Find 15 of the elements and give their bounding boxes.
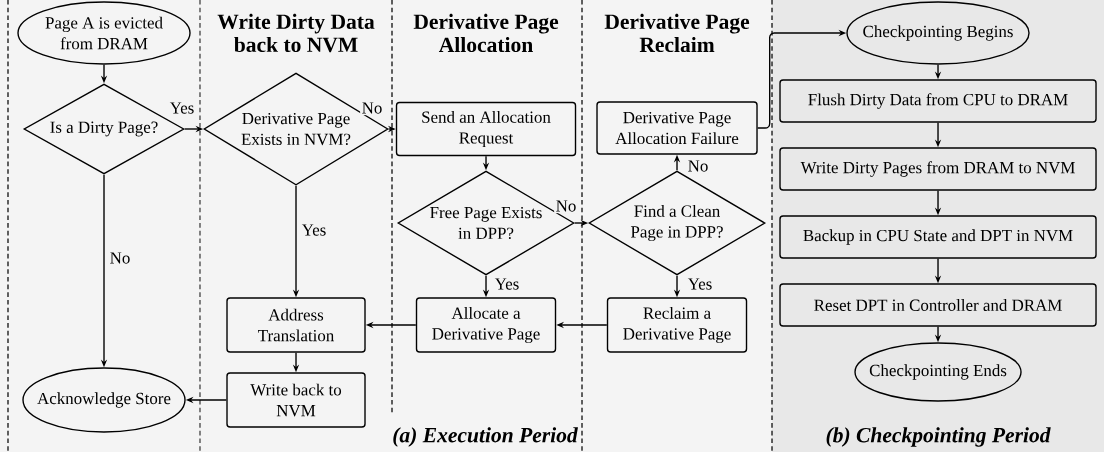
lane-heading: Write Dirty Data back to NVM: [217, 13, 375, 53]
process-box: Backup in CPU State and DPT in NVM: [779, 215, 1097, 259]
process-box: Allocate a Derivative Page: [415, 297, 557, 353]
process-box: Reclaim a Derivative Page: [606, 297, 748, 353]
panel-caption: (a) Execution Period: [393, 427, 578, 447]
process-box: Flush Dirty Data from CPU to DRAM: [779, 79, 1097, 123]
process-box: Address Translation: [226, 297, 366, 353]
process-box: Reset DPT in Controller and DRAM: [779, 283, 1097, 327]
process-box: Derivative Page Allocation Failure: [596, 101, 758, 155]
process-box: Send an Allocation Request: [395, 101, 577, 157]
process-box: Write back to NVM: [226, 372, 366, 428]
lane-heading: Derivative Page Allocation: [413, 13, 559, 53]
process-box: Write Dirty Pages from DRAM to NVM: [779, 147, 1097, 191]
lane-heading: Derivative Page Reclaim: [604, 13, 750, 53]
panel-caption: (b) Checkpointing Period: [826, 427, 1051, 447]
